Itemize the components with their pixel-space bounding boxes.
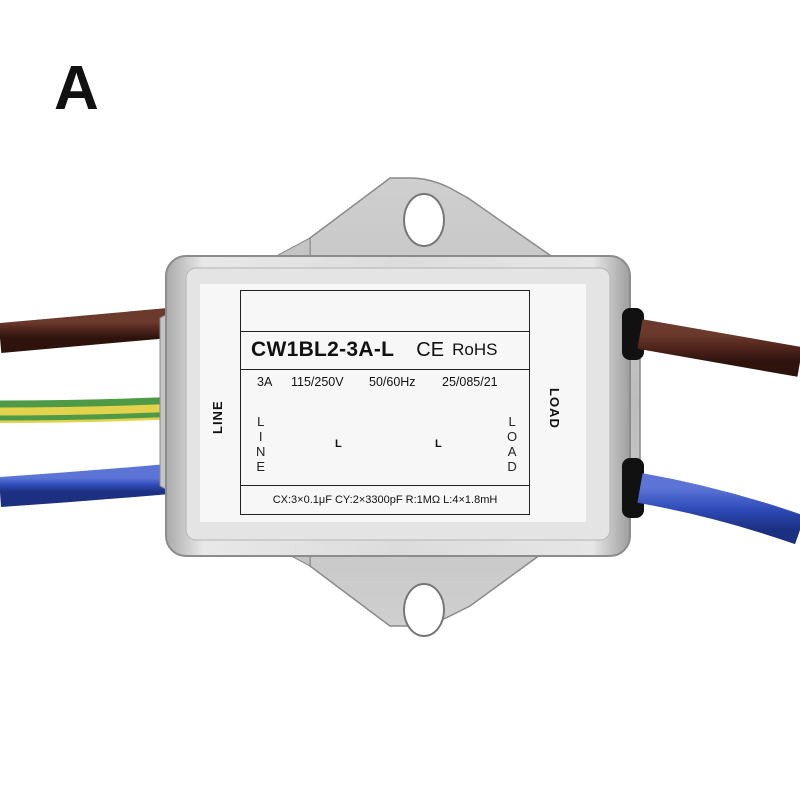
ce-mark: CE (416, 338, 445, 361)
rated-current: 3A (257, 375, 273, 389)
product-label: CW1BL2-3A-L CE RoHS 3A 115/250V 50/60Hz … (200, 284, 586, 522)
blue-wire-left (0, 463, 182, 507)
mounting-hole-bottom (403, 583, 445, 637)
climatic-category: 25/085/21 (442, 375, 498, 389)
brown-wire-left (0, 307, 182, 353)
load-letters: L O A D (507, 414, 518, 474)
load-label: LOAD (547, 388, 562, 429)
green-yellow-wire (0, 397, 181, 423)
component-values: CX:3×0.1μF CY:2×3300pF R:1MΩ L:4×1.8mH (241, 485, 529, 514)
blue-wire-right (637, 473, 800, 545)
label-rating-row: 3A 115/250V 50/60Hz 25/085/21 (241, 371, 529, 391)
inductor-symbol-2: L (435, 438, 443, 450)
rated-frequency: 50/60Hz (369, 375, 416, 389)
grommet-bottom (622, 458, 644, 518)
brown-wire-right (637, 319, 800, 377)
inductor-symbol-1: L (335, 438, 343, 450)
mounting-hole-top (403, 193, 445, 247)
panel-letter: A (54, 54, 99, 123)
label-blank-row (241, 291, 529, 332)
label-table: CW1BL2-3A-L CE RoHS 3A 115/250V 50/60Hz … (240, 290, 530, 515)
line-label: LINE (210, 400, 225, 434)
rohs-mark: RoHS (452, 340, 498, 359)
label-model-row: CW1BL2-3A-L CE RoHS (241, 331, 529, 370)
rated-voltage: 115/250V (291, 375, 344, 389)
model-number: CW1BL2-3A-L (251, 338, 395, 361)
line-letters: L I N E (256, 414, 266, 474)
